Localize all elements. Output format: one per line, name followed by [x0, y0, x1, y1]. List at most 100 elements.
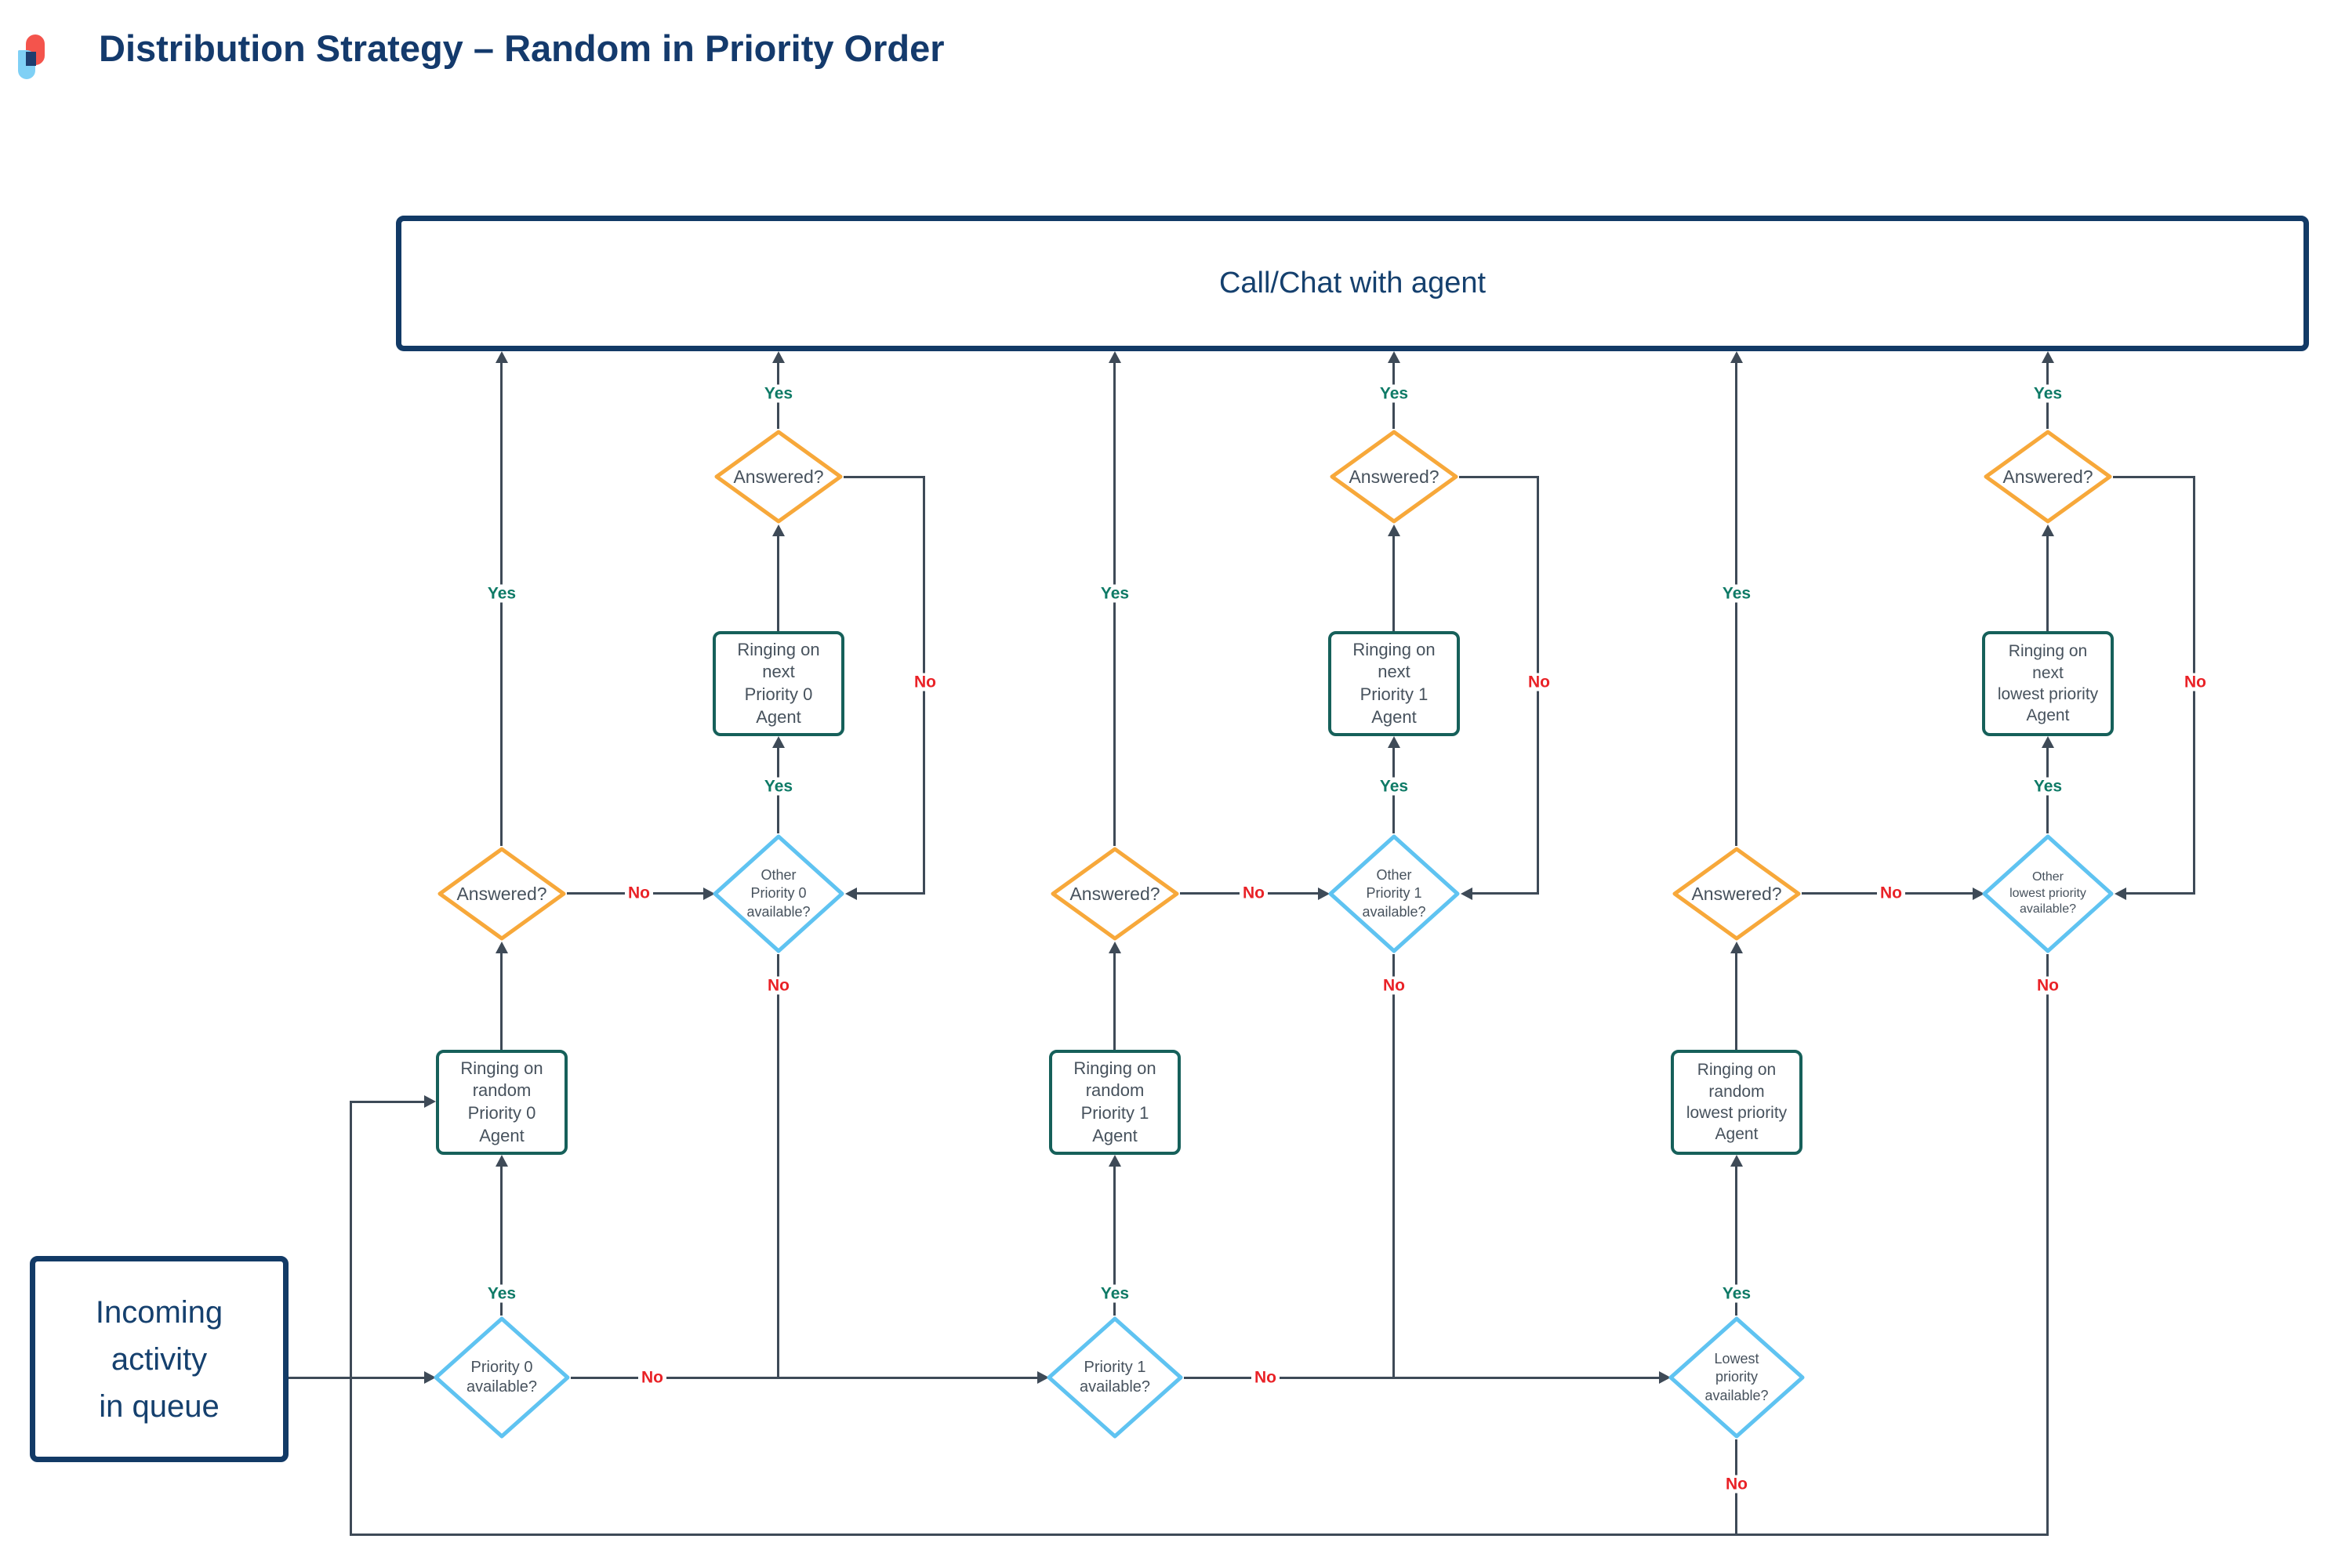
- p1-answered-top-diamond: [1330, 430, 1458, 524]
- p0-connector-ringing-to-answered: [500, 953, 503, 1050]
- arrowhead: [496, 1155, 508, 1167]
- arrowhead: [1318, 887, 1330, 900]
- yes-label: Yes: [1719, 584, 1755, 603]
- arrowhead: [1109, 942, 1121, 953]
- arrowhead: [496, 351, 508, 363]
- p0-no-to-p1: [571, 1377, 1037, 1379]
- p0-noloop-top: [844, 476, 925, 478]
- page-title: Distribution Strategy – Random in Priori…: [99, 27, 945, 69]
- p0-answered-top-diamond: [714, 430, 843, 524]
- p1-available-diamond: [1047, 1316, 1183, 1439]
- arrowhead: [424, 1371, 436, 1384]
- p1-answered-top-label: Answered?: [1349, 466, 1439, 487]
- no-label: No: [2181, 673, 2209, 691]
- no-label: No: [2034, 976, 2062, 995]
- yes-label: Yes: [484, 584, 520, 603]
- p0-other-no-down: [777, 954, 779, 1377]
- no-label: No: [625, 884, 653, 902]
- lp-other-available-diamond: [1982, 834, 2114, 953]
- connector-feedback-into-ringing: [350, 1101, 424, 1103]
- p0-answered-diamond: [437, 847, 566, 941]
- p1-other-available-label: Other Priority 1 available?: [1362, 866, 1426, 920]
- p0-answered-top-label: Answered?: [733, 466, 824, 487]
- arrowhead: [2115, 887, 2126, 900]
- arrowhead: [1388, 736, 1400, 748]
- arrowhead: [845, 887, 857, 900]
- arrowhead: [1388, 524, 1400, 536]
- lp-other-available-label: Other lowest priority available?: [2009, 869, 2086, 916]
- p1-noloop-top: [1459, 476, 1539, 478]
- lp-noloop-top: [2113, 476, 2195, 478]
- arrowhead: [1037, 1371, 1049, 1384]
- arrowhead: [1659, 1371, 1671, 1384]
- lp-answered-top-diamond: [1984, 430, 2112, 524]
- lp-available-diamond: [1668, 1316, 1805, 1439]
- p0-ringing-random-box: Ringing on random Priority 0 Agent: [436, 1050, 568, 1155]
- arrowhead: [772, 524, 785, 536]
- logo-navy-shape: [26, 52, 36, 66]
- p1-no-to-lowest: [1184, 1377, 1659, 1379]
- p1-answered-label: Answered?: [1069, 883, 1160, 904]
- yes-label: Yes: [1719, 1284, 1755, 1303]
- arrowhead: [1109, 351, 1121, 363]
- p0-connector-next-to-answeredtop: [777, 535, 779, 631]
- yes-label: Yes: [2030, 384, 2066, 403]
- p1-other-no-down: [1392, 954, 1395, 1377]
- p0-available-label: Priority 0 available?: [466, 1359, 538, 1396]
- incoming-queue-node: Incoming activity in queue: [30, 1256, 289, 1462]
- arrowhead: [772, 736, 785, 748]
- arrowhead: [1388, 351, 1400, 363]
- p1-noloop-into-other: [1472, 892, 1539, 895]
- yes-label: Yes: [1376, 777, 1412, 796]
- connector-incoming-to-p0: [289, 1377, 424, 1379]
- lp-ringing-next-box: Ringing on next lowest priority Agent: [1982, 631, 2114, 736]
- p1-ringing-random-box: Ringing on random Priority 1 Agent: [1049, 1050, 1181, 1155]
- connector-feedback-bottom-bus: [350, 1534, 2049, 1536]
- yes-label: Yes: [761, 777, 797, 796]
- lp-other-no-down-to-bus: [2046, 954, 2049, 1535]
- p0-available-diamond: [434, 1316, 570, 1439]
- yes-label: Yes: [1097, 584, 1133, 603]
- p0-other-available-label: Other Priority 0 available?: [746, 866, 811, 920]
- p1-connector-available-to-ringing: [1113, 1166, 1116, 1316]
- arrowhead: [1730, 942, 1743, 953]
- app-logo-icon: [18, 19, 65, 82]
- lp-connector-next-to-answeredtop: [2046, 535, 2049, 631]
- p0-connector-available-to-ringing: [500, 1166, 503, 1316]
- lp-answered-top-label: Answered?: [2002, 466, 2093, 487]
- no-label: No: [911, 673, 939, 691]
- p1-ringing-next-box: Ringing on next Priority 1 Agent: [1328, 631, 1460, 736]
- lp-connector-ringing-to-answered: [1735, 953, 1737, 1050]
- yes-label: Yes: [484, 1284, 520, 1303]
- yes-label: Yes: [1097, 1284, 1133, 1303]
- lp-ringing-random-box: Ringing on random lowest priority Agent: [1671, 1050, 1802, 1155]
- p1-connector-answered-to-call: [1113, 361, 1116, 846]
- arrowhead: [1109, 1155, 1121, 1167]
- arrowhead: [1730, 1155, 1743, 1167]
- no-label: No: [638, 1368, 666, 1387]
- lp-answered-label: Answered?: [1691, 883, 1782, 904]
- p0-connector-answered-to-call: [500, 361, 503, 846]
- arrowhead: [496, 942, 508, 953]
- p1-connector-ringing-to-answered: [1113, 953, 1116, 1050]
- yes-label: Yes: [761, 384, 797, 403]
- yes-label: Yes: [2030, 777, 2066, 796]
- no-label: No: [764, 976, 793, 995]
- lp-connector-available-to-ringing: [1735, 1166, 1737, 1316]
- lp-connector-answered-to-call: [1735, 361, 1737, 846]
- arrowhead: [2042, 524, 2054, 536]
- lp-available-label: Lowest priority available?: [1704, 1350, 1769, 1403]
- arrowhead: [1973, 887, 1984, 900]
- arrowhead: [1461, 887, 1472, 900]
- arrowhead: [1730, 351, 1743, 363]
- no-label: No: [1251, 1368, 1280, 1387]
- p1-available-label: Priority 1 available?: [1079, 1359, 1151, 1396]
- lp-answered-diamond: [1672, 847, 1801, 941]
- arrowhead: [703, 887, 715, 900]
- p1-connector-next-to-answeredtop: [1392, 535, 1395, 631]
- connector-feedback-up: [350, 1102, 352, 1535]
- call-chat-node: Call/Chat with agent: [396, 216, 2309, 351]
- p1-other-available-diamond: [1328, 834, 1460, 953]
- arrowhead: [2042, 351, 2054, 363]
